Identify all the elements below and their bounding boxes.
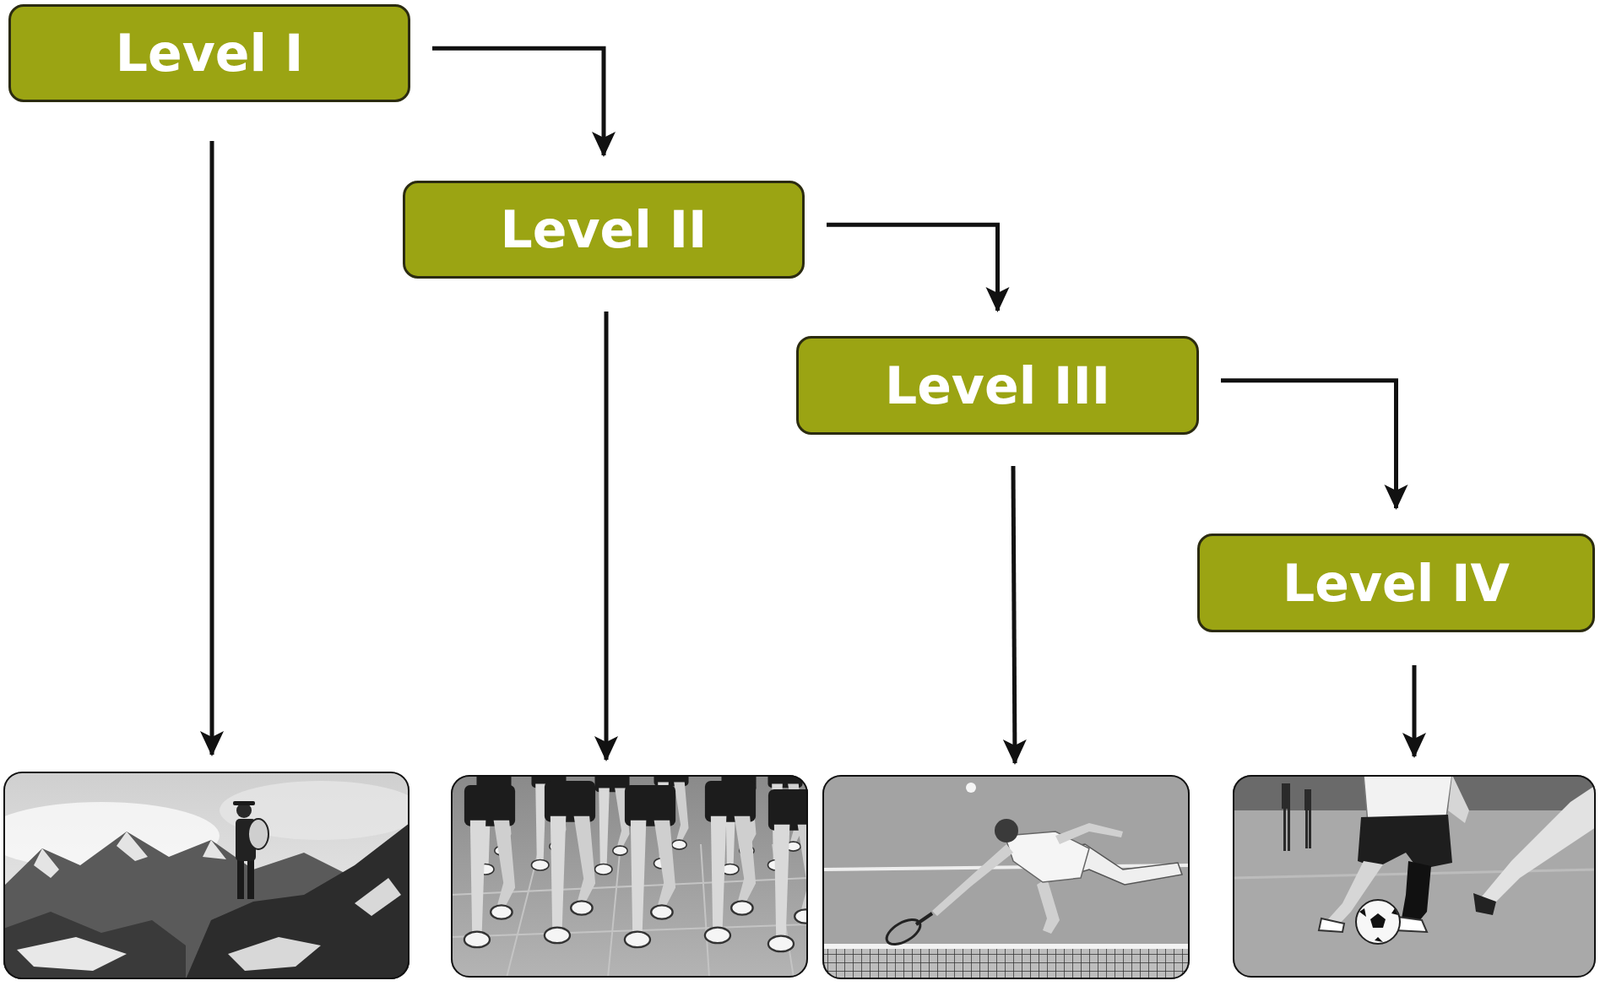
flow-arrow	[1220, 380, 1397, 509]
level-label: Level IV	[1282, 555, 1510, 612]
level-label: Level I	[115, 25, 304, 82]
level-box: Level I	[8, 4, 411, 103]
level-label: Level II	[500, 201, 708, 258]
leader-arrow	[1412, 665, 1417, 757]
tennis-photo	[822, 775, 1190, 980]
football	[1355, 900, 1400, 944]
leader-arrow	[210, 141, 215, 755]
level-box: Level IV	[1197, 533, 1595, 633]
level-box: Level III	[796, 336, 1199, 435]
mountain-photo	[3, 771, 410, 980]
leader-arrow	[604, 311, 609, 760]
level-label: Level III	[884, 357, 1111, 414]
distant-players	[1281, 783, 1312, 852]
football-photo	[1232, 775, 1596, 978]
level-box: Level II	[402, 180, 805, 279]
second-player-leg	[1473, 785, 1596, 916]
flow-arrow	[432, 48, 604, 156]
tennis-player	[882, 818, 1183, 950]
runners-photo	[450, 775, 809, 978]
flow-arrow	[826, 224, 998, 311]
leader-arrow	[1013, 466, 1015, 764]
leader-arrows	[211, 141, 1415, 764]
hiker	[233, 801, 269, 900]
